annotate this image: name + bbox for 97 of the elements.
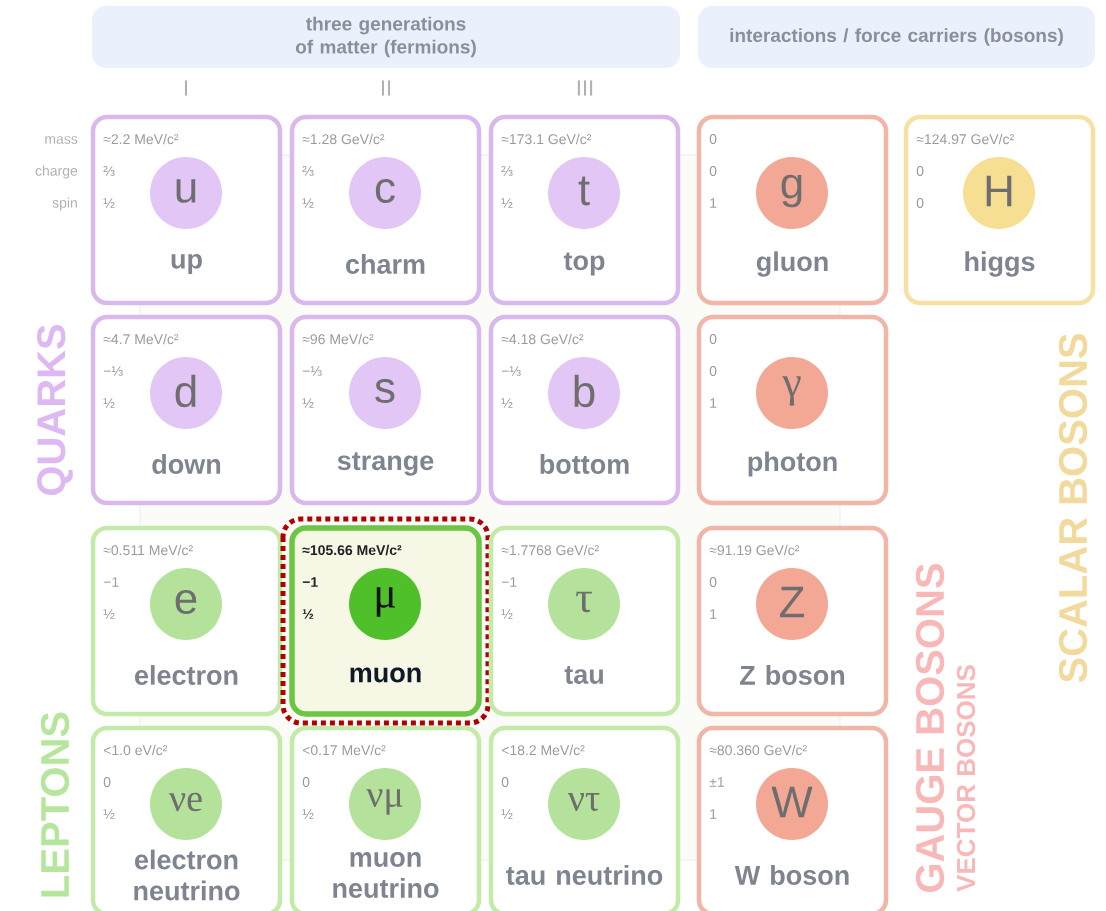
- charge-value: −1: [501, 577, 517, 587]
- charge-value: ⅔: [302, 166, 314, 176]
- row-label: charge: [35, 165, 78, 179]
- charge-value: −⅓: [302, 366, 322, 376]
- particle-name: tau: [564, 666, 603, 684]
- particle-card: [488, 114, 681, 306]
- particle-card: [696, 525, 889, 717]
- group-label: LEPTONS: [40, 712, 70, 897]
- generation-numeral: I: [184, 80, 187, 96]
- particle-name: W boson: [734, 865, 849, 885]
- group-label: GAUGE BOSONS: [915, 564, 945, 892]
- particle-card: [280, 516, 491, 726]
- charge-value: 0: [103, 777, 111, 787]
- spin-value: ½: [501, 809, 513, 819]
- spin-value: ½: [501, 198, 513, 208]
- particle-name: charm: [346, 254, 425, 274]
- row-label: spin: [52, 197, 77, 211]
- charge-value: −1: [103, 577, 119, 587]
- particle-card: [289, 114, 482, 306]
- mass-value: ≈96 MeV/c²: [302, 333, 374, 345]
- particle-card: [90, 525, 283, 717]
- particle-name: tau neutrino: [506, 865, 663, 885]
- particle-card: [289, 314, 482, 506]
- mass-value: ≈2.2 MeV/c²: [103, 133, 179, 145]
- particle-name: photon: [748, 451, 837, 477]
- particle-name: top: [563, 252, 605, 276]
- mass-value: 0: [709, 134, 717, 144]
- spin-value: ½: [103, 609, 115, 619]
- charge-value: 0: [501, 777, 509, 787]
- mass-value: <1.0 eV/c²: [103, 744, 168, 756]
- spin-value: ½: [103, 809, 115, 819]
- mass-value: ≈91.19 GeV/c²: [709, 544, 800, 556]
- charge-value: 0: [302, 777, 310, 787]
- particle-card: [90, 725, 283, 911]
- charge-value: −1: [302, 577, 318, 587]
- mass-value: ≈0.511 MeV/c²: [103, 544, 193, 556]
- particle-name: muon: [350, 667, 421, 683]
- charge-value: −⅓: [501, 366, 521, 376]
- spin-value: 0: [916, 198, 924, 208]
- particle-name: electron: [135, 665, 238, 685]
- particle-name: muon neutrino: [333, 852, 439, 898]
- generation-numeral: II: [381, 80, 391, 96]
- group-label: VECTOR BOSONS: [956, 665, 976, 892]
- mass-value: <18.2 MeV/c²: [501, 744, 585, 756]
- particle-name: higgs: [965, 251, 1035, 277]
- particle-card: [696, 114, 889, 306]
- mass-value: ≈4.18 GeV/c²: [501, 333, 584, 345]
- row-label: mass: [45, 136, 78, 144]
- particle-card: [696, 314, 889, 506]
- mass-value: ≈4.7 MeV/c²: [103, 333, 179, 345]
- spin-value: ½: [302, 809, 314, 819]
- spin-value: ½: [302, 398, 314, 408]
- mass-value: 0: [709, 334, 717, 344]
- charge-value: ±1: [709, 777, 724, 787]
- particle-card: [90, 114, 283, 306]
- particle-card: [488, 725, 681, 911]
- charge-value: 0: [916, 166, 924, 176]
- particle-card: [903, 114, 1096, 306]
- header-band: interactions / force carriers (bosons): [698, 6, 1095, 68]
- spin-value: 1: [710, 809, 717, 819]
- particle-card: [488, 314, 681, 506]
- charge-value: 0: [709, 166, 717, 176]
- charge-value: ⅔: [103, 166, 115, 176]
- mass-value: ≈80.360 GeV/c²: [709, 744, 807, 756]
- generation-numeral: III: [577, 80, 593, 96]
- particle-card: [696, 725, 889, 911]
- spin-value: 1: [710, 198, 717, 208]
- charge-value: 0: [709, 577, 717, 587]
- mass-value: <0.17 MeV/c²: [302, 744, 386, 756]
- particle-card: [488, 525, 681, 717]
- mass-value: ≈105.66 MeV/c²: [302, 544, 402, 556]
- particle-name: strange: [337, 452, 434, 476]
- particle-name: bottom: [540, 454, 629, 474]
- particle-name: gluon: [756, 251, 828, 277]
- mass-value: ≈173.1 GeV/c²: [501, 133, 592, 145]
- spin-value: 1: [710, 398, 717, 408]
- mass-value: ≈1.7768 GeV/c²: [501, 544, 599, 556]
- particle-name: up: [171, 253, 202, 275]
- particle-name: Z boson: [740, 665, 845, 685]
- charge-value: ⅔: [501, 166, 513, 176]
- mass-value: ≈1.28 GeV/c²: [302, 133, 385, 145]
- spin-value: ½: [103, 398, 115, 408]
- group-label: QUARKS: [37, 324, 73, 495]
- particle-card: [90, 314, 283, 506]
- particle-card: [289, 725, 482, 911]
- charge-value: 0: [709, 366, 717, 376]
- spin-value: ½: [302, 609, 314, 619]
- spin-value: ½: [302, 198, 314, 208]
- header-band: three generations of matter (fermions): [92, 6, 680, 68]
- spin-value: ½: [501, 398, 513, 408]
- spin-value: ½: [103, 198, 115, 208]
- spin-value: 1: [710, 609, 717, 619]
- spin-value: ½: [501, 609, 513, 619]
- mass-value: ≈124.97 GeV/c²: [916, 133, 1014, 145]
- charge-value: −⅓: [103, 366, 123, 376]
- particle-name: down: [152, 454, 221, 474]
- particle-name: electron neutrino: [134, 849, 240, 901]
